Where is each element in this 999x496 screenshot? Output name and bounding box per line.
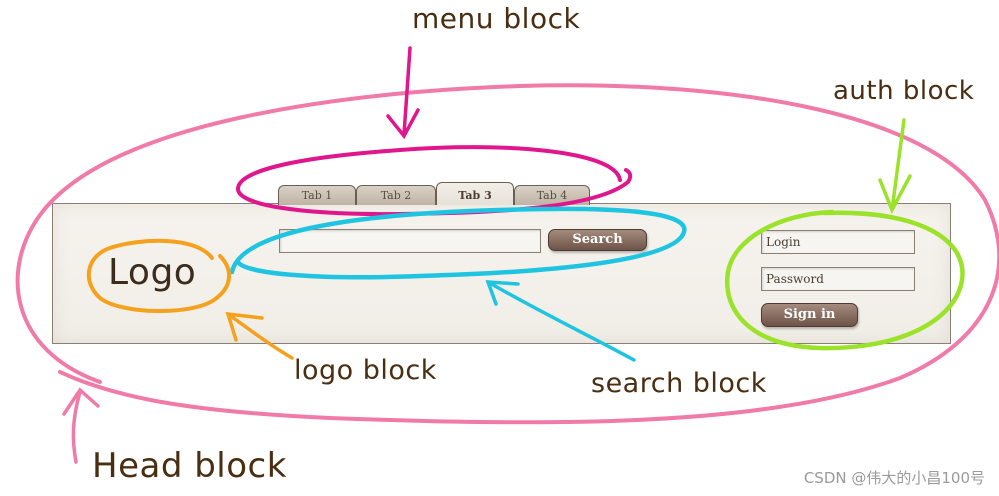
head-block-ellipse [15, 83, 999, 425]
logo-block-label: logo block [294, 355, 437, 386]
logo-block-ellipse [86, 238, 231, 313]
signin-button[interactable]: Sign in [761, 303, 858, 327]
auth-block-ellipse [724, 209, 965, 351]
menu-block-label: menu block [412, 2, 581, 35]
search-arrow-icon [485, 280, 636, 362]
search-button[interactable]: Search [548, 229, 647, 251]
tab-4[interactable]: Tab 4 [514, 185, 590, 205]
logo-arrow-icon [225, 311, 294, 360]
auth-arrow-icon [878, 118, 912, 215]
search-input[interactable] [279, 229, 541, 253]
tab-1[interactable]: Tab 1 [278, 185, 356, 205]
search-block-ellipse [229, 206, 687, 280]
password-field[interactable]: Password [761, 267, 915, 291]
tab-3[interactable]: Tab 3 [436, 182, 514, 205]
search-block-label: search block [591, 368, 767, 399]
auth-block-label: auth block [833, 76, 975, 106]
logo: Logo [108, 252, 197, 293]
head-block-label: Head block [92, 446, 287, 486]
menu-block-ellipse [236, 145, 633, 217]
head-arrow-icon [62, 387, 100, 464]
watermark: CSDN @伟大的小昌100号 [803, 469, 985, 487]
login-field[interactable]: Login [761, 230, 915, 254]
menu-arrow-icon [386, 46, 420, 140]
tab-2[interactable]: Tab 2 [356, 185, 436, 205]
